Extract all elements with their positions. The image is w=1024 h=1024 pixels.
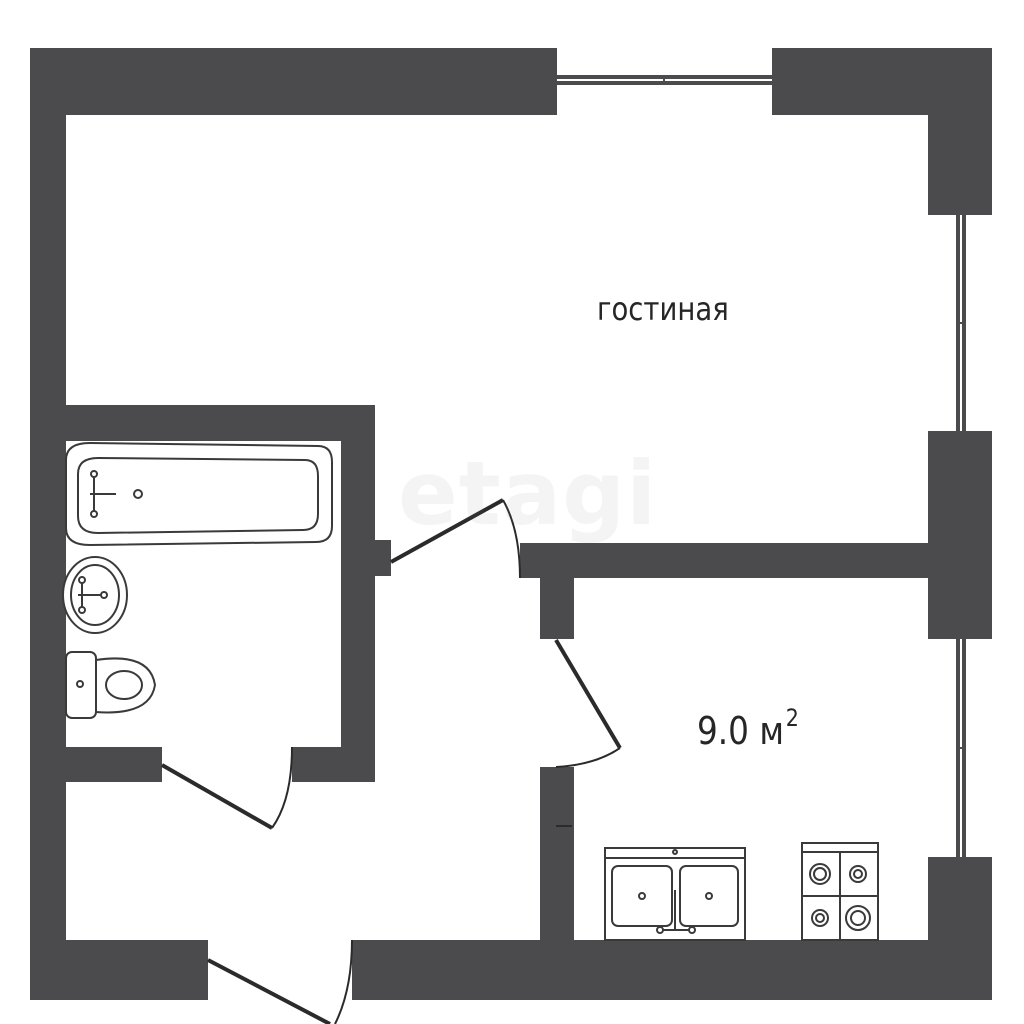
- wall-right-middle: [928, 432, 992, 638]
- kitchen-area-label: 9.0 м2: [697, 706, 799, 753]
- wall-living-kitchen: [520, 543, 992, 578]
- wall-bath-right-upper: [341, 405, 375, 543]
- wall-top-left: [30, 48, 556, 115]
- wall-bath-right-jamb: [341, 540, 391, 576]
- kitchen-area-value: 9.0 м: [697, 709, 785, 753]
- door-bathroom: [161, 746, 293, 830]
- door-living: [390, 498, 521, 579]
- wall-right-upper: [928, 48, 992, 214]
- wall-left-outer: [30, 48, 66, 1000]
- watermark-logo: etagi: [398, 442, 658, 545]
- wall-bath-bottom-right: [292, 747, 375, 782]
- living-room-label: гостиная: [597, 290, 729, 328]
- wall-bath-top: [30, 405, 375, 441]
- stove-icon: [801, 842, 879, 941]
- door-kitchen: [554, 638, 622, 768]
- wall-bottom-right: [352, 940, 992, 1000]
- window-top: [555, 48, 774, 115]
- window-right-lower: [928, 637, 992, 859]
- wall-kitchen-left-lower: [540, 767, 574, 1000]
- toilet-icon: [65, 651, 157, 719]
- kitchen-area-unit-superscript: 2: [785, 704, 799, 732]
- bathroom-sink-icon: [62, 556, 128, 634]
- doors: [161, 498, 622, 1024]
- kitchen-sink-icon: [604, 847, 746, 941]
- wall-bottom-left: [30, 940, 208, 1000]
- window-right-upper: [928, 213, 992, 433]
- walls: [30, 48, 992, 1000]
- wall-kitchen-left-upper: [540, 543, 574, 639]
- bathtub-icon: [65, 441, 333, 547]
- wall-bath-bottom-left: [30, 747, 162, 782]
- windows: [555, 48, 992, 859]
- door-entrance: [207, 939, 353, 1024]
